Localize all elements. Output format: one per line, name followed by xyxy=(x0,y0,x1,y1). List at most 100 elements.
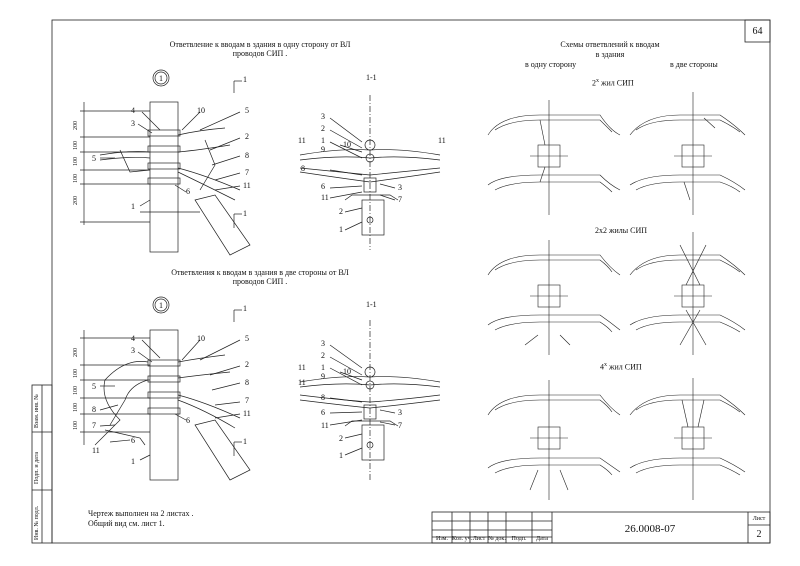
schemes-title-2: в здания xyxy=(595,50,625,59)
page-number: 64 xyxy=(752,26,763,37)
bottom-section-title-2: проводов СИП . xyxy=(232,277,288,286)
bottom-left-label: 5 xyxy=(92,382,96,391)
title-col-doc: № док. xyxy=(488,536,506,542)
top-pole-view xyxy=(80,69,251,256)
bottom-right-label: 3 xyxy=(398,408,402,417)
top-dim-2: 100 xyxy=(73,141,79,150)
sheet-number: 2 xyxy=(756,529,762,540)
top-left-label: 6 xyxy=(186,187,190,196)
top-right-label: 2 xyxy=(339,207,343,216)
top-left-label: 8 xyxy=(245,151,249,160)
top-left-label: 5 xyxy=(92,154,96,163)
top-right-label: 6 xyxy=(321,182,325,191)
scheme-2x2-one-side xyxy=(487,240,621,355)
top-left-label: 2 xyxy=(245,132,249,141)
top-right-label: 10 xyxy=(343,140,351,149)
top-left-label: 7 xyxy=(245,168,249,177)
top-right-label: 11 xyxy=(438,136,446,145)
side-stamp-inv-podl: Инв. № подл. xyxy=(34,505,40,540)
title-col-data: Дата xyxy=(536,536,548,542)
note-line-1: Чертеж выполнен на 2 листах . xyxy=(88,509,194,518)
schemes-panel xyxy=(487,92,746,500)
top-right-label: 3 xyxy=(398,183,402,192)
drawing-code: 26.0008-07 xyxy=(624,523,676,535)
note-line-2: Общий вид см. лист 1. xyxy=(88,519,165,528)
bottom-left-label: 8 xyxy=(92,405,96,414)
page-number-box xyxy=(744,19,771,43)
bottom-right-label: 1 xyxy=(321,363,325,372)
title-col-podp: Подп. xyxy=(511,536,527,542)
bottom-dim-4: 100 xyxy=(73,403,79,412)
top-section-marker-bottom: 1 xyxy=(243,209,247,218)
schemes-one-side-label: в одну сторону xyxy=(525,60,577,69)
drawing-frame xyxy=(51,19,771,544)
bottom-right-label: 3 xyxy=(321,339,325,348)
top-right-label: 2 xyxy=(321,124,325,133)
bottom-left-label: 8 xyxy=(245,378,249,387)
top-right-label: 9 xyxy=(321,145,325,154)
top-left-label: 1 xyxy=(131,202,135,211)
bottom-dim-5: 100 xyxy=(73,421,79,430)
top-left-label: 11 xyxy=(243,181,251,190)
top-dim-1: 200 xyxy=(73,121,79,130)
scheme-4-two-sides xyxy=(629,378,746,500)
bottom-section-marker-bottom: 1 xyxy=(243,437,247,446)
top-section-view xyxy=(299,95,441,250)
top-view-marker: 1 xyxy=(159,74,163,83)
bottom-right-label: 11 xyxy=(298,378,306,387)
bottom-left-label: 7 xyxy=(92,421,96,430)
bottom-right-label: 2 xyxy=(321,351,325,360)
sheet-label: Лист xyxy=(752,516,766,522)
bottom-left-label: 4 xyxy=(131,334,135,343)
bottom-dim-1: 200 xyxy=(73,348,79,357)
bottom-right-label: 9 xyxy=(321,372,325,381)
bottom-section-title-1: Ответвления к вводам в здания в две стор… xyxy=(171,268,349,277)
top-right-label: 3 xyxy=(321,112,325,121)
top-left-label: 10 xyxy=(197,106,205,115)
title-col-izm: Изм. xyxy=(436,536,448,542)
bottom-right-label: 2 xyxy=(339,434,343,443)
scheme-group-3-label: 4х жил СИП xyxy=(600,362,642,372)
bottom-section-title: 1-1 xyxy=(366,300,377,309)
bottom-pole-view xyxy=(80,296,251,481)
bottom-section-marker-top: 1 xyxy=(243,304,247,313)
top-section-marker-top: 1 xyxy=(243,75,247,84)
bottom-dim-2: 100 xyxy=(73,369,79,378)
bottom-right-label: 10 xyxy=(343,367,351,376)
bottom-left-label: 6 xyxy=(186,416,190,425)
side-stamp-podp-data: Подп. и дата xyxy=(34,451,40,484)
bottom-left-label: 2 xyxy=(245,360,249,369)
top-left-label: 3 xyxy=(131,119,135,128)
bottom-right-label: 11 xyxy=(298,363,306,372)
bottom-left-label: 1 xyxy=(131,457,135,466)
top-right-label: 1 xyxy=(339,225,343,234)
bottom-left-label: 3 xyxy=(131,346,135,355)
top-section-title: 1-1 xyxy=(366,73,377,82)
top-right-label: 11 xyxy=(321,193,329,202)
top-left-label: 5 xyxy=(245,106,249,115)
top-left-label: 4 xyxy=(131,106,135,115)
title-col-list: Лист xyxy=(472,536,486,542)
scheme-group-1-label: 2х жил СИП xyxy=(592,78,634,88)
top-right-label: 7 xyxy=(398,195,402,204)
top-right-label: 11 xyxy=(298,136,306,145)
scheme-4-one-side xyxy=(487,380,621,500)
top-right-label: 8 xyxy=(301,164,305,173)
scheme-2-two-sides xyxy=(629,92,746,215)
bottom-right-label: 7 xyxy=(398,421,402,430)
side-stamp-vzam-inv: Взам. инв. № xyxy=(34,394,40,428)
title-col-kol-uch: Кол. уч. xyxy=(452,536,473,542)
bottom-right-label: 1 xyxy=(339,451,343,460)
scheme-2-one-side xyxy=(487,100,621,215)
schemes-title-1: Схемы ответвлений к вводам xyxy=(560,40,660,49)
scheme-group-2-label: 2х2 жилы СИП xyxy=(595,226,648,235)
scheme-2x2-two-sides xyxy=(629,232,746,355)
bottom-view-marker: 1 xyxy=(159,301,163,310)
bottom-right-label: 6 xyxy=(321,408,325,417)
bottom-section-view xyxy=(299,320,441,480)
top-dim-5: 200 xyxy=(73,196,79,205)
schemes-two-sides-label: в две стороны xyxy=(670,60,718,69)
bottom-left-label: 5 xyxy=(245,334,249,343)
top-right-label: 1 xyxy=(321,136,325,145)
